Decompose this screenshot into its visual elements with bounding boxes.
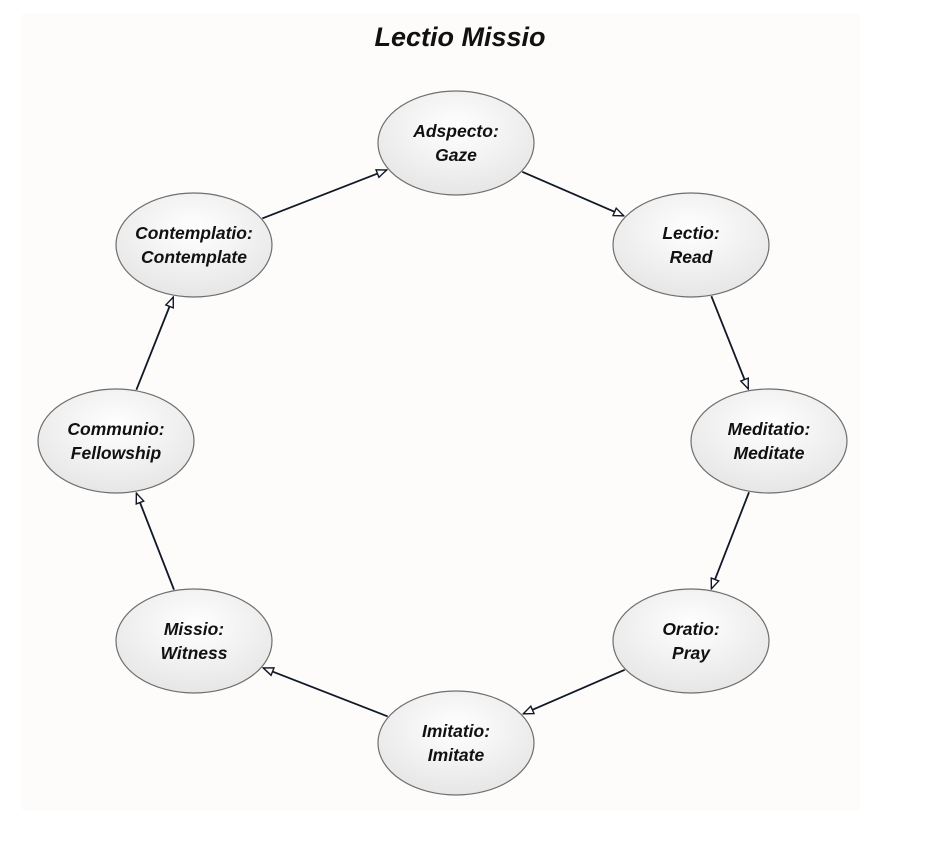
- node-label-imitatio-line1: Imitatio:: [422, 721, 490, 741]
- node-missio: Missio: Witness: [115, 588, 273, 694]
- node-lectio: Lectio: Read: [612, 192, 770, 298]
- node-ellipse-meditatio: [690, 388, 848, 494]
- node-label-meditatio-line1: Meditatio:: [728, 419, 811, 439]
- node-label-missio-line1: Missio:: [164, 619, 224, 639]
- arrow-adspecto-to-lectio: [521, 170, 624, 217]
- diagram-title: Lectio Missio: [374, 22, 546, 52]
- node-label-communio-line2: Fellowship: [71, 443, 162, 463]
- node-label-oratio-line2: Pray: [672, 643, 711, 663]
- node-label-communio-line1: Communio:: [67, 419, 164, 439]
- node-ellipse-adspecto: [377, 90, 535, 196]
- node-label-adspecto-line2: Gaze: [435, 145, 477, 165]
- node-label-contemplatio-line1: Contemplatio:: [135, 223, 253, 243]
- node-label-missio-line2: Witness: [161, 643, 228, 663]
- node-meditatio: Meditatio: Meditate: [690, 388, 848, 494]
- arrow-contemplatio-to-adspecto: [261, 169, 386, 220]
- node-label-meditatio-line2: Meditate: [734, 443, 805, 463]
- nodes-layer: Adspecto:GazeLectio:ReadMeditatio:Medita…: [37, 90, 848, 796]
- arrow-oratio-to-imitatio: [523, 668, 626, 715]
- node-ellipse-lectio: [612, 192, 770, 298]
- node-label-imitatio-line2: Imitate: [428, 745, 485, 765]
- node-communio: Communio: Fellowship: [37, 388, 195, 494]
- arrow-missio-to-communio: [135, 493, 175, 591]
- node-ellipse-communio: [37, 388, 195, 494]
- node-label-oratio-line1: Oratio:: [662, 619, 719, 639]
- arrow-lectio-to-meditatio: [710, 295, 750, 389]
- arrow-imitatio-to-missio: [263, 667, 389, 718]
- node-ellipse-oratio: [612, 588, 770, 694]
- node-adspecto: Adspecto: Gaze: [377, 90, 535, 196]
- arrow-meditatio-to-oratio: [710, 491, 750, 589]
- arrow-communio-to-contemplatio: [135, 297, 175, 391]
- edges-layer: [135, 169, 750, 718]
- node-label-lectio-line2: Read: [670, 247, 713, 267]
- node-label-adspecto-line1: Adspecto:: [412, 121, 499, 141]
- node-label-contemplatio-line2: Contemplate: [141, 247, 247, 267]
- node-imitatio: Imitatio: Imitate: [377, 690, 535, 796]
- node-ellipse-contemplatio: [115, 192, 273, 298]
- node-ellipse-missio: [115, 588, 273, 694]
- node-contemplatio: Contemplatio: Contemplate: [115, 192, 273, 298]
- node-oratio: Oratio: Pray: [612, 588, 770, 694]
- node-label-lectio-line1: Lectio:: [662, 223, 719, 243]
- node-ellipse-imitatio: [377, 690, 535, 796]
